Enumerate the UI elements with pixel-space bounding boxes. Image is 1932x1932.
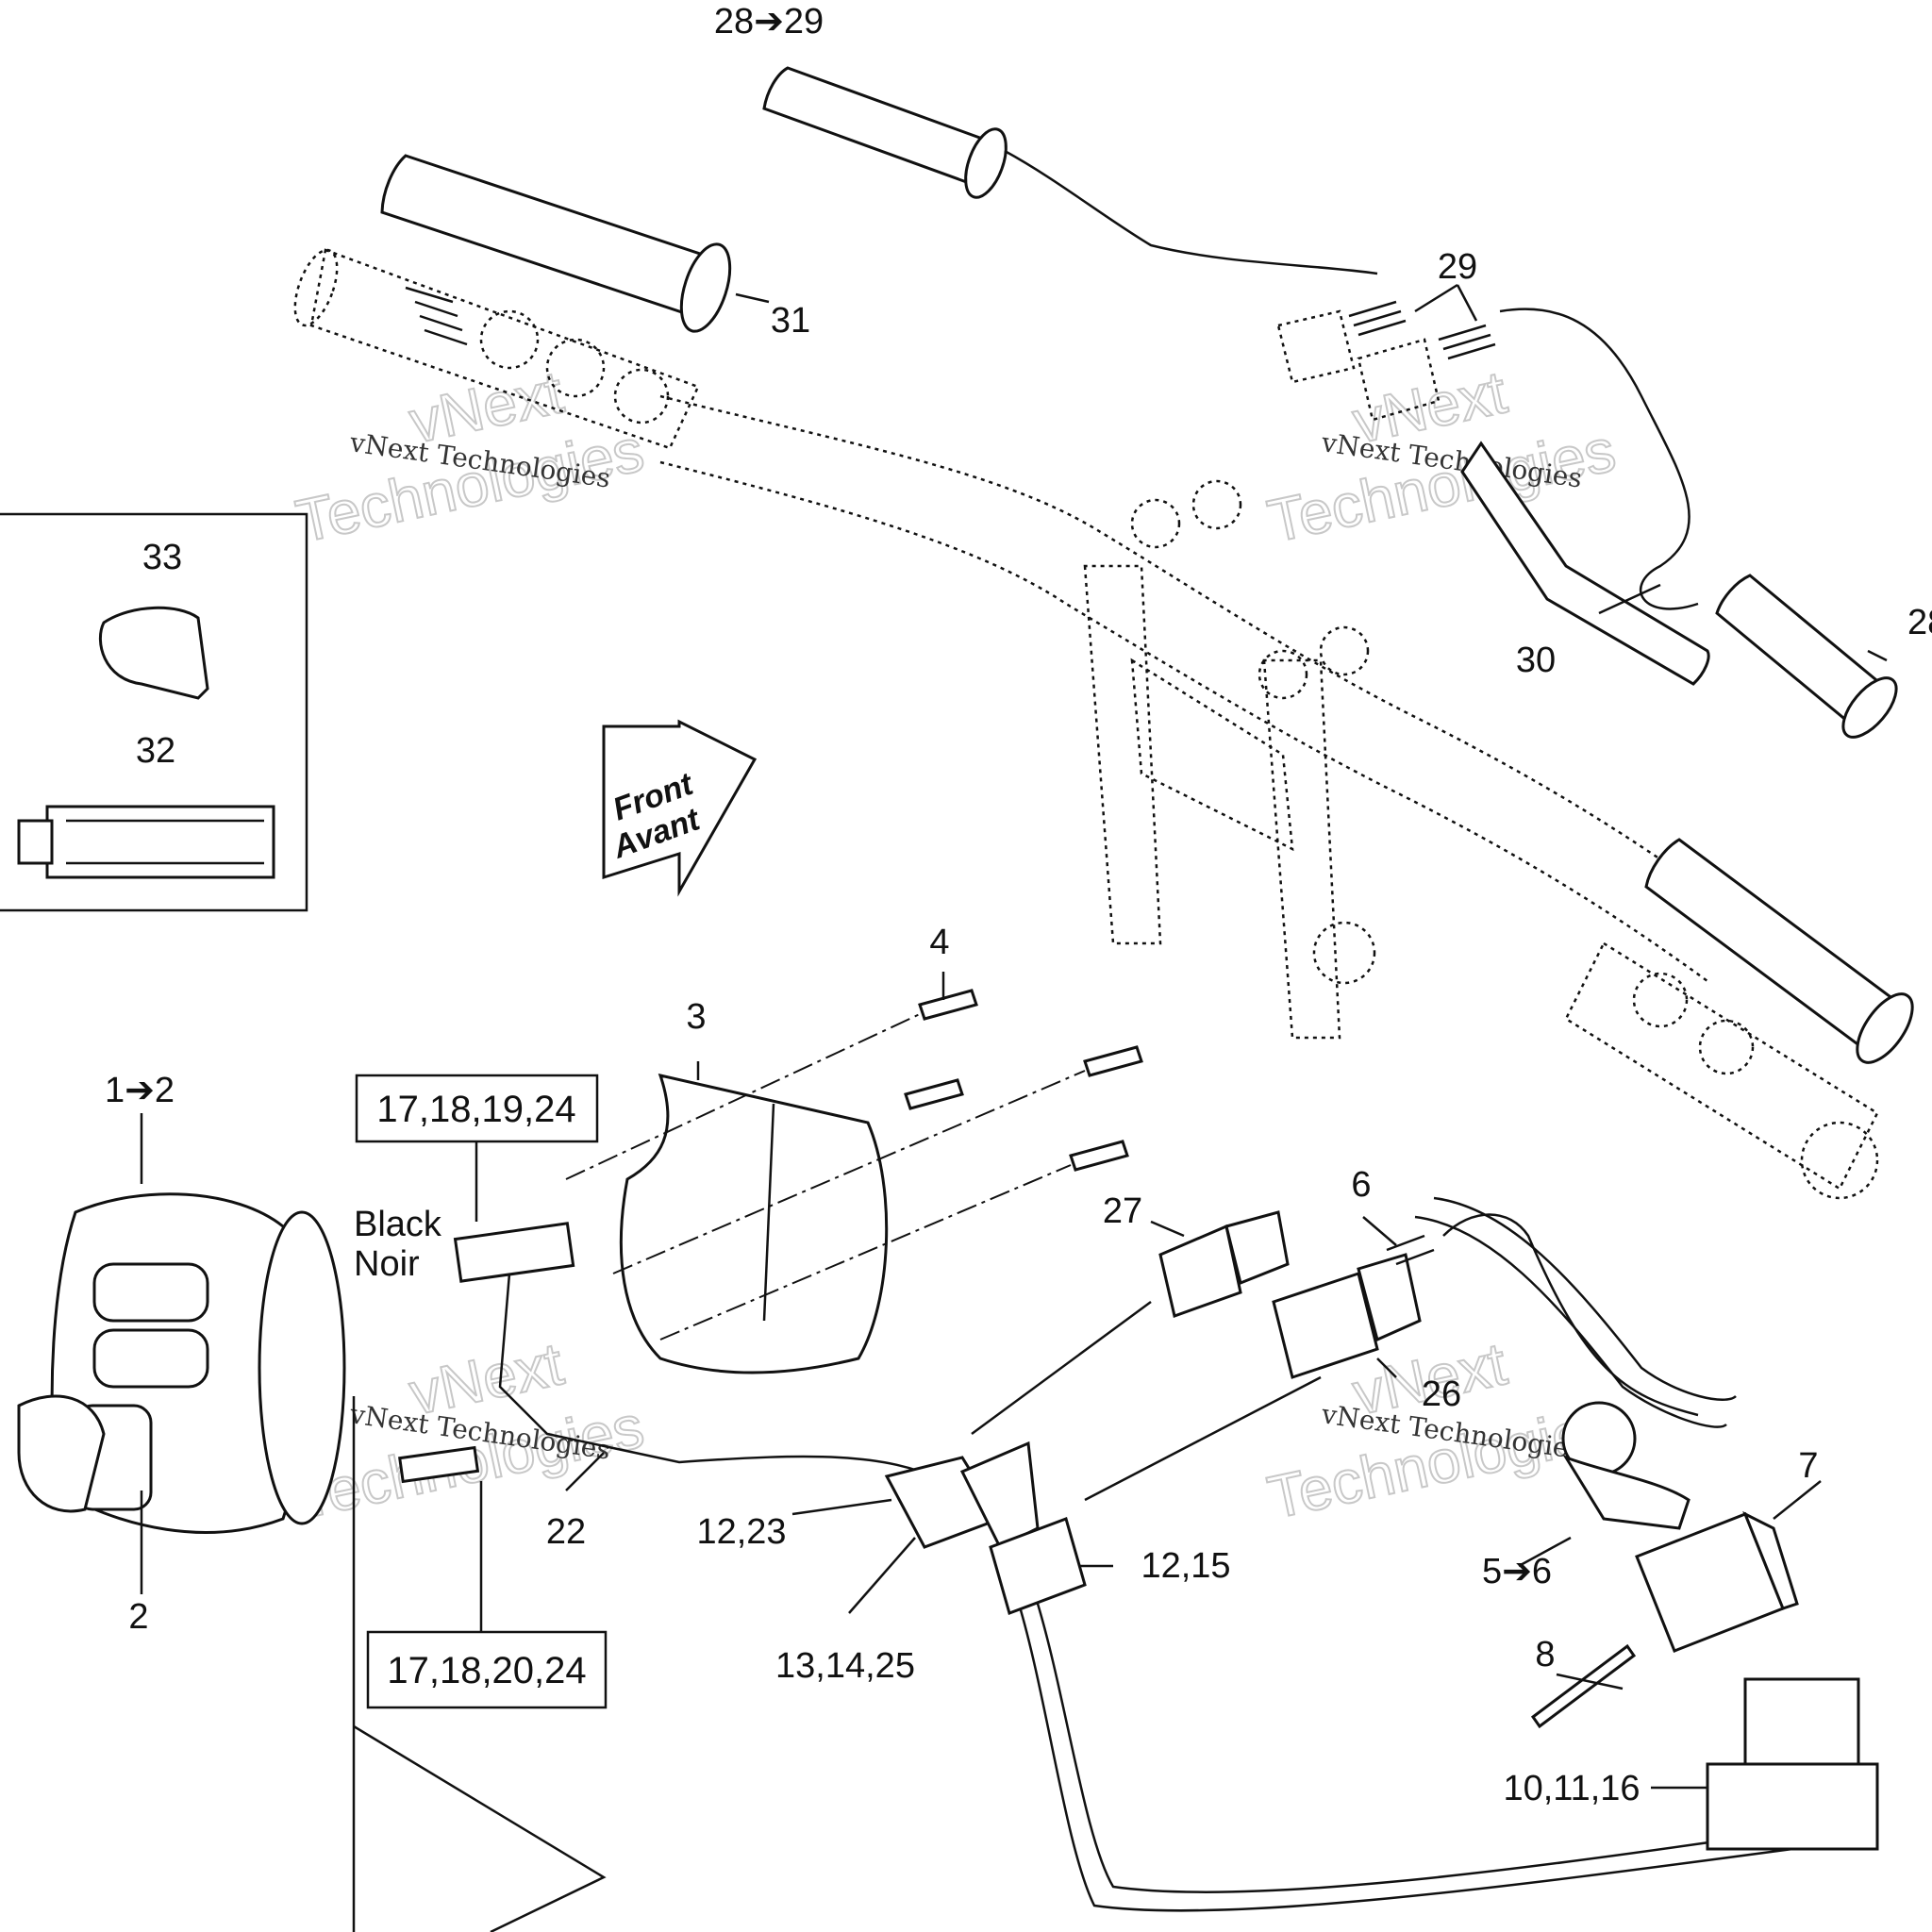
direction-arrow: Front Avant xyxy=(602,719,758,897)
screws-4 xyxy=(565,989,1143,1341)
connector-27 xyxy=(1158,1210,1290,1318)
box-label-top: 17,18,19,24 xyxy=(376,1089,575,1130)
right-handlebar-grip xyxy=(1564,941,1879,1200)
callout-3: 3 xyxy=(686,997,706,1037)
left-handlebar-grip xyxy=(293,248,700,450)
cover-3 xyxy=(619,1073,889,1374)
heated-grip-tube-top xyxy=(762,66,1378,275)
callout-30: 30 xyxy=(1516,641,1556,680)
callout-8: 8 xyxy=(1535,1635,1555,1674)
callout-labels: 28➔29 31 29 30 28 33 32 4 3 1➔2 2 6 27 2… xyxy=(105,2,1932,1808)
handlebar-assembly xyxy=(659,394,1727,1040)
connector-12-23 xyxy=(884,1441,1040,1550)
bar-30 xyxy=(1460,441,1710,686)
switch-housing xyxy=(17,1192,346,1534)
callout-2: 2 xyxy=(128,1597,148,1637)
callout-6: 6 xyxy=(1351,1165,1371,1205)
callout-12-15: 12,15 xyxy=(1141,1546,1230,1586)
grip-sleeve-right xyxy=(1644,838,1914,1064)
callout-4: 4 xyxy=(929,923,949,962)
leader-lines xyxy=(140,283,1888,1932)
callout-26: 26 xyxy=(1422,1374,1461,1414)
terminal-pins-6 xyxy=(1386,1213,1699,1417)
color-label-noir: Noir xyxy=(354,1244,420,1284)
callout-29: 29 xyxy=(1438,247,1477,287)
grip-sleeve-28 xyxy=(1715,574,1898,739)
connector-26 xyxy=(1272,1253,1422,1379)
callout-33: 33 xyxy=(142,538,182,577)
box-label-bottom: 17,18,20,24 xyxy=(387,1650,586,1691)
watermark-group-top-left: vNext Technologies vNext Technologies xyxy=(290,357,650,556)
callout-27: 27 xyxy=(1103,1191,1142,1231)
callout-31: 31 xyxy=(771,301,810,341)
main-wiring-harness xyxy=(1017,1196,1793,1912)
inset-box xyxy=(0,512,308,912)
pin-8 xyxy=(1530,1643,1637,1729)
callout-1-2: 1➔2 xyxy=(105,1071,175,1110)
switch-5-6 xyxy=(1561,1401,1690,1530)
callout-5-6: 5➔6 xyxy=(1482,1552,1552,1591)
callout-22: 22 xyxy=(546,1512,586,1552)
callout-32: 32 xyxy=(136,731,175,771)
callout-7: 7 xyxy=(1798,1446,1818,1486)
relay-7 xyxy=(1635,1510,1799,1653)
callout-28: 28 xyxy=(1907,603,1932,642)
sealant-tube-32 xyxy=(17,805,275,879)
callout-10-11-16: 10,11,16 xyxy=(1503,1769,1640,1808)
grip-sleeve-31 xyxy=(380,154,732,333)
watermark-group-top-right: vNext Technologies vNext Technologies xyxy=(1261,357,1622,556)
boxed-callout-bottom: 17,18,20,24 xyxy=(366,1630,608,1709)
callout-12-23: 12,23 xyxy=(696,1512,786,1552)
grip-connectors-29 xyxy=(1276,300,1699,610)
callout-28-29: 28➔29 xyxy=(714,2,824,42)
callout-13-14-25: 13,14,25 xyxy=(775,1646,915,1686)
connector-block-10-11-16 xyxy=(1706,1677,1879,1851)
connector-12-15 xyxy=(989,1517,1087,1615)
color-label-black: Black xyxy=(354,1205,442,1244)
clip-33 xyxy=(98,606,209,700)
boxed-callout-top: 17,18,19,24 xyxy=(355,1074,599,1143)
